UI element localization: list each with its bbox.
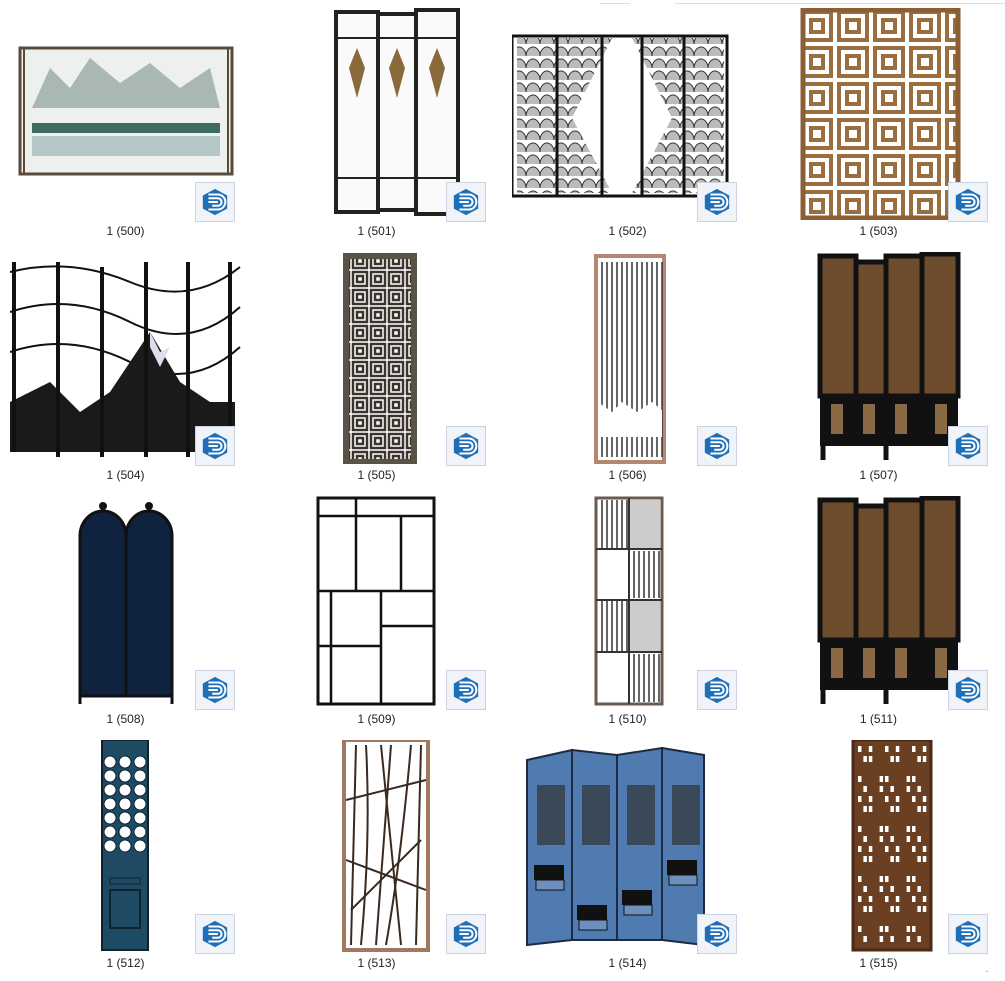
sketchup-icon <box>446 670 486 710</box>
file-item[interactable]: 1 (515) <box>753 732 1004 976</box>
sketchup-icon <box>697 426 737 466</box>
file-item[interactable]: 1 (503) <box>753 0 1004 244</box>
thumbnail-preview <box>10 739 241 952</box>
file-item[interactable]: 1 (513) <box>251 732 502 976</box>
file-name: 1 (505) <box>357 468 396 482</box>
file-name: 1 (506) <box>608 468 647 482</box>
thumbnail-preview <box>261 8 492 220</box>
sketchup-icon <box>446 914 486 954</box>
sketchup-icon <box>195 914 235 954</box>
thumbnail-preview <box>261 738 492 952</box>
file-name: 1 (501) <box>357 224 396 238</box>
file-item[interactable]: 1 (510) <box>502 488 753 732</box>
file-name: 1 (510) <box>608 712 647 726</box>
sketchup-icon <box>948 426 988 466</box>
thumbnail-preview <box>763 251 994 464</box>
sketchup-icon <box>697 914 737 954</box>
file-name: 1 (500) <box>106 224 145 238</box>
thumbnail-preview <box>261 252 492 465</box>
sketchup-icon <box>697 670 737 710</box>
thumbnail-preview <box>512 496 743 708</box>
thumbnail-preview <box>763 7 994 221</box>
file-name: 1 (503) <box>859 224 898 238</box>
file-item[interactable]: 1 (514) <box>502 732 753 976</box>
thumbnail-preview <box>10 496 241 708</box>
sketchup-icon <box>195 426 235 466</box>
file-item[interactable]: 1 (508) <box>0 488 251 732</box>
thumbnail-preview <box>9 252 241 464</box>
thumbnail-preview <box>763 495 994 708</box>
file-name: 1 (504) <box>106 468 145 482</box>
file-name: 1 (509) <box>357 712 396 726</box>
thumbnail-preview <box>261 496 492 708</box>
sketchup-icon <box>948 914 988 954</box>
file-name: 1 (502) <box>608 224 647 238</box>
divider <box>675 0 1005 4</box>
resize-grip[interactable]: ⠂ <box>985 968 991 977</box>
file-name: 1 (507) <box>859 468 898 482</box>
file-item[interactable]: 1 (509) <box>251 488 502 732</box>
file-item[interactable]: 1 (511) <box>753 488 1004 732</box>
sketchup-icon <box>195 670 235 710</box>
file-name: 1 (513) <box>357 956 396 970</box>
file-item[interactable]: 1 (500) <box>0 0 251 244</box>
thumbnail-preview <box>512 740 743 952</box>
file-name: 1 (514) <box>608 956 647 970</box>
thumbnail-preview <box>763 738 994 952</box>
file-item[interactable]: 1 (505) <box>251 244 502 488</box>
file-item[interactable]: 1 (506) <box>502 244 753 488</box>
file-item[interactable]: 1 (501) <box>251 0 502 244</box>
file-item[interactable]: 1 (507) <box>753 244 1004 488</box>
file-item[interactable]: 1 (512) <box>0 732 251 976</box>
thumbnail-preview <box>510 8 743 220</box>
sketchup-icon <box>446 426 486 466</box>
file-name: 1 (512) <box>106 956 145 970</box>
sketchup-icon <box>948 670 988 710</box>
thumbnail-preview <box>512 252 743 464</box>
file-name: 1 (511) <box>859 712 898 726</box>
file-item[interactable]: 1 (504) <box>0 244 251 488</box>
file-name: 1 (508) <box>106 712 145 726</box>
sketchup-icon <box>446 182 486 222</box>
file-name: 1 (515) <box>859 956 898 970</box>
sketchup-icon <box>195 182 235 222</box>
divider <box>600 0 630 4</box>
file-item[interactable]: 1 (502) <box>502 0 753 244</box>
sketchup-icon <box>697 182 737 222</box>
thumbnail-preview <box>10 8 241 220</box>
sketchup-icon <box>948 182 988 222</box>
